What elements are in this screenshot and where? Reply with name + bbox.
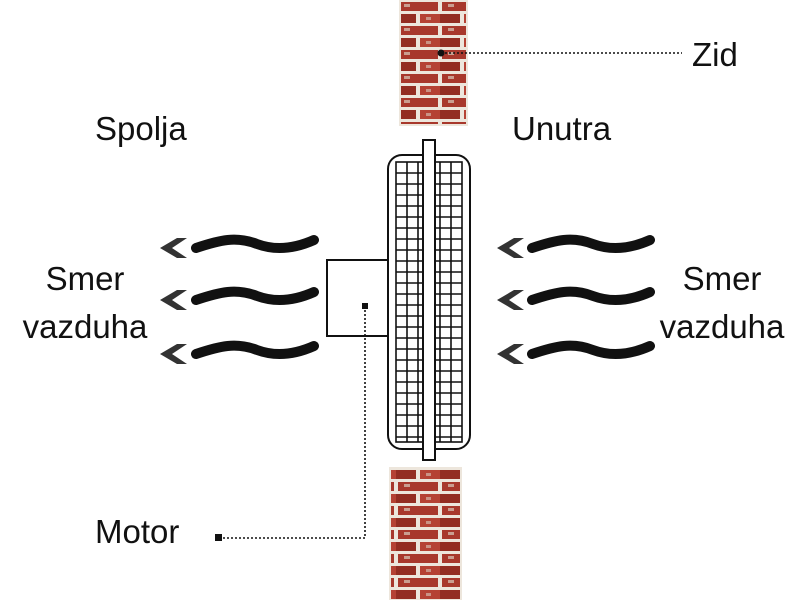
airflow-left: [160, 234, 319, 364]
wall-label: Zid: [692, 36, 738, 73]
chevron-left-icon: [160, 290, 187, 310]
wave-icon: [191, 340, 319, 359]
wall-callout: [437, 49, 682, 57]
airflow-label-left-line1: Smer: [46, 260, 125, 297]
airflow-right: [497, 234, 655, 364]
wave-icon: [191, 286, 319, 305]
chevron-left-icon: [497, 290, 524, 310]
airflow-arrow-left-3: [160, 340, 319, 364]
airflow-label-right-line1: Smer: [683, 260, 762, 297]
airflow-arrow-right-3: [497, 340, 655, 364]
chevron-left-icon: [160, 344, 187, 364]
outside-label: Spolja: [95, 110, 187, 147]
airflow-label-left-line2: vazduha: [23, 308, 148, 345]
motor-callout: [215, 306, 366, 541]
wave-icon: [191, 234, 319, 253]
motor-housing: [326, 259, 391, 337]
wave-icon: [527, 286, 655, 305]
chevron-left-icon: [497, 238, 524, 258]
motor-label: Motor: [95, 513, 179, 550]
airflow-label-right-line2: vazduha: [660, 308, 785, 345]
inside-label: Unutra: [512, 110, 612, 147]
wall-upper: [399, 0, 468, 126]
fan-axle: [422, 139, 436, 461]
wave-icon: [527, 234, 655, 253]
airflow-label-right: Smer vazduha: [660, 260, 785, 345]
wall-lower: [389, 467, 462, 600]
chevron-left-icon: [497, 344, 524, 364]
airflow-arrow-left-1: [160, 234, 319, 258]
airflow-label-left: Smer vazduha: [23, 260, 148, 345]
chevron-left-icon: [160, 238, 187, 258]
airflow-arrow-right-1: [497, 234, 655, 258]
airflow-arrow-left-2: [160, 286, 319, 310]
wave-icon: [527, 340, 655, 359]
fan-body: [387, 139, 471, 461]
airflow-arrow-right-2: [497, 286, 655, 310]
